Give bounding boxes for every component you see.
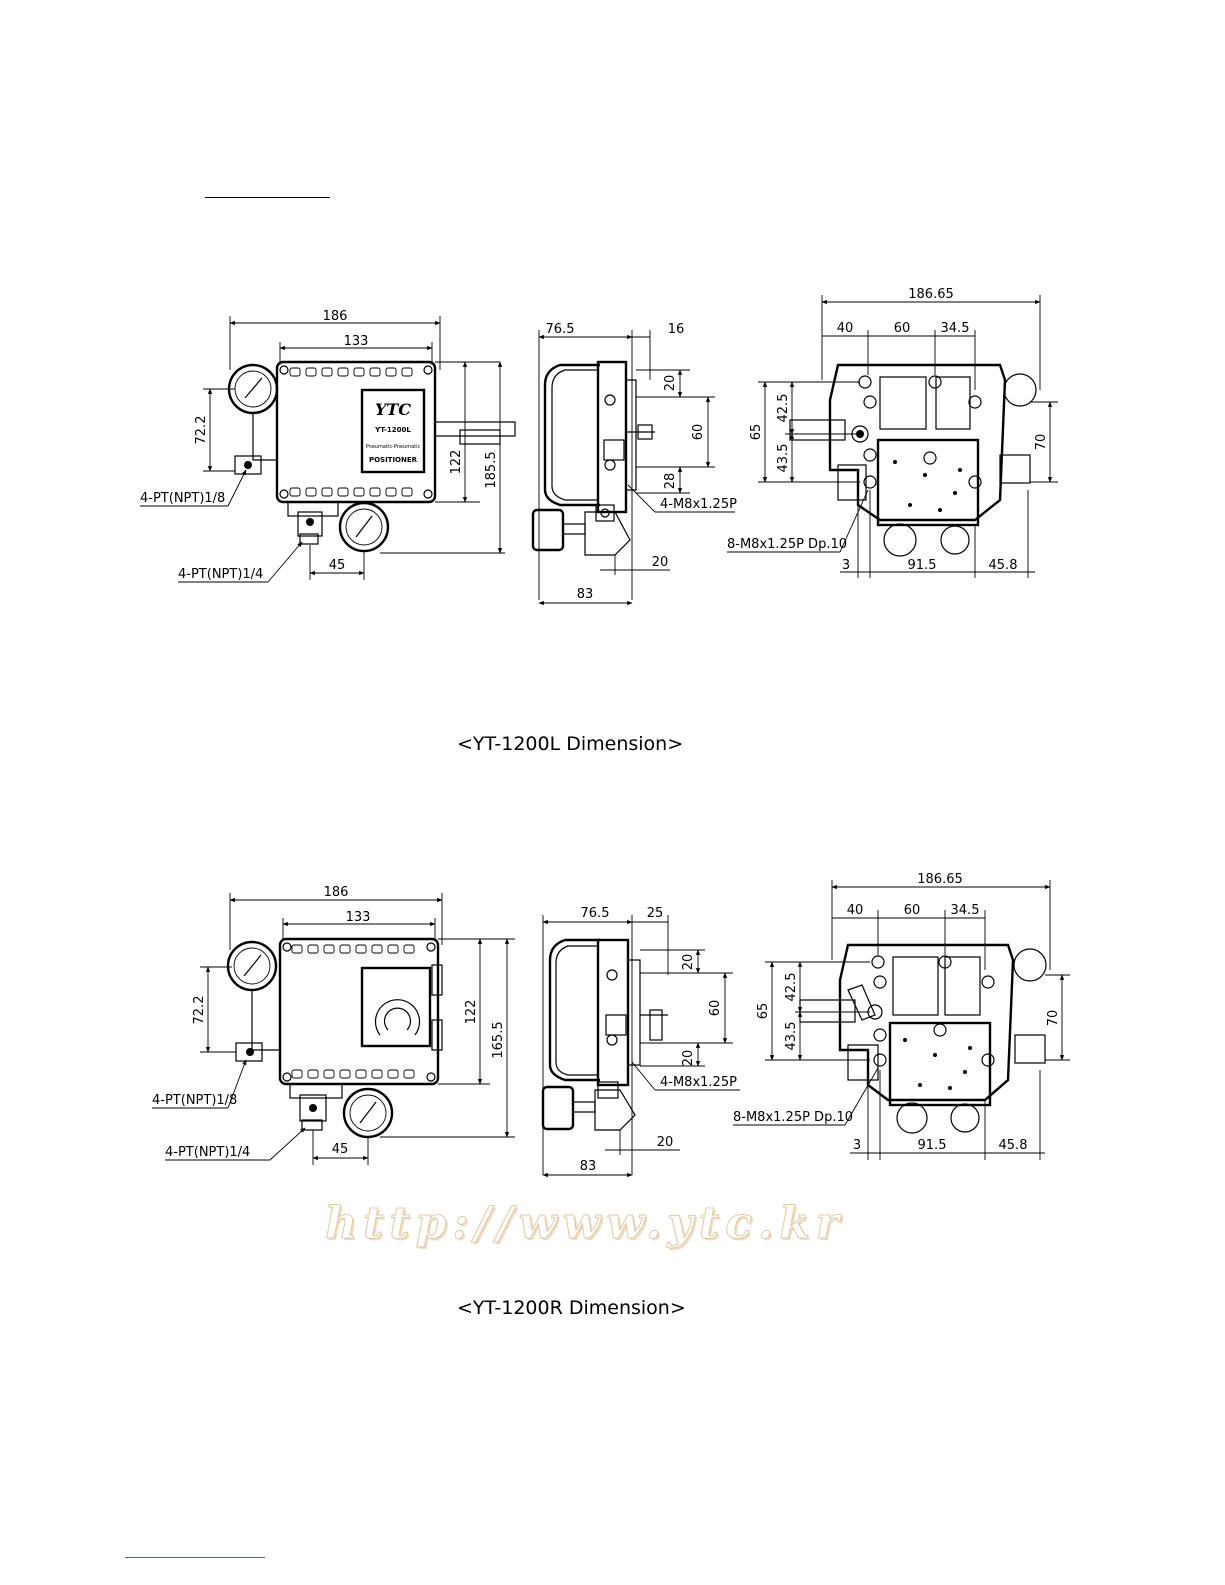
dim-gauge-pitch: 72.2 xyxy=(194,416,209,445)
dim-depth: 76.5 xyxy=(546,322,575,337)
dim-upper: 20 xyxy=(681,954,696,971)
dim-height-body: 122 xyxy=(449,450,464,475)
label-bolt: 4-M8x1.25P xyxy=(660,497,737,512)
dim-back-b1: 3 xyxy=(842,558,850,573)
dim-back-h2: 43.5 xyxy=(776,444,791,473)
dim-back-w1: 40 xyxy=(847,903,864,918)
footer-rule xyxy=(125,1557,265,1558)
figure-1200r: 186 133 xyxy=(152,872,1070,1178)
back-view: 186.65 40 60 34.5 xyxy=(727,287,1058,578)
side-view: 76.5 16 20 60 xyxy=(531,322,737,606)
dim-back-right: 70 xyxy=(1034,434,1049,451)
dim-base-offset: 20 xyxy=(652,555,669,570)
dim-shaft: 25 xyxy=(647,906,664,921)
dim-base-offset: 20 xyxy=(657,1135,674,1150)
caption-yt-1200l: <YT-1200L Dimension> xyxy=(457,733,684,755)
dim-width-body: 133 xyxy=(346,910,371,925)
dim-height-body: 122 xyxy=(464,1000,479,1025)
dim-back-h1: 42.5 xyxy=(776,394,791,423)
dim-width-body: 133 xyxy=(344,334,369,349)
dim-width-overall: 186 xyxy=(324,885,349,900)
positioner-body xyxy=(278,937,440,1086)
dim-back-w2: 60 xyxy=(894,321,911,336)
label-port-large: 4-PT(NPT)1/4 xyxy=(178,567,263,582)
front-view: 186 133 xyxy=(152,885,515,1165)
watermark-url: http://www.ytc.kr xyxy=(325,1198,845,1250)
dim-back-h1: 42.5 xyxy=(784,973,799,1002)
label-bolt: 4-M8x1.25P xyxy=(660,1075,737,1090)
dim-base: 83 xyxy=(580,1159,597,1174)
label-port-small: 4-PT(NPT)1/8 xyxy=(152,1093,237,1108)
dim-lower: 20 xyxy=(681,1050,696,1067)
label-port-large: 4-PT(NPT)1/4 xyxy=(165,1145,250,1160)
dim-back-b3: 45.8 xyxy=(989,558,1018,573)
back-view: 186.65 40 60 34.5 xyxy=(733,872,1070,1160)
dim-back-b1: 3 xyxy=(853,1138,861,1153)
dim-height-overall: 185.5 xyxy=(484,451,499,488)
dim-gauge-offset: 45 xyxy=(329,558,346,573)
nameplate-brand: YTC xyxy=(375,400,411,419)
dim-gauge-offset: 45 xyxy=(332,1142,349,1157)
dim-back-b2: 91.5 xyxy=(908,558,937,573)
dim-back-width: 186.65 xyxy=(908,287,954,302)
dim-back-total: 65 xyxy=(756,1003,771,1020)
side-view: 76.5 25 20 60 20 xyxy=(541,906,740,1178)
dim-shaft: 16 xyxy=(668,322,685,337)
caption-yt-1200r: <YT-1200R Dimension> xyxy=(457,1297,686,1319)
dim-depth: 76.5 xyxy=(581,906,610,921)
figure-1200l: 186 133 YTC YT-1200L Pneumatic xyxy=(140,287,1058,606)
dim-back-width: 186.65 xyxy=(917,872,963,887)
dim-lower: 28 xyxy=(663,473,678,490)
dim-back-h2: 43.5 xyxy=(784,1022,799,1051)
header-rule xyxy=(205,197,330,198)
dim-span: 60 xyxy=(691,424,706,441)
nameplate-sub: Pneumatic-Pneumatic xyxy=(366,444,421,450)
dim-span: 60 xyxy=(708,1000,723,1017)
dim-gauge-pitch: 72.2 xyxy=(192,996,207,1025)
dim-back-w3: 34.5 xyxy=(951,903,980,918)
dim-back-right: 70 xyxy=(1046,1010,1061,1027)
dim-back-b3: 45.8 xyxy=(999,1138,1028,1153)
dim-height-overall: 165.5 xyxy=(491,1021,506,1058)
label-port-small: 4-PT(NPT)1/8 xyxy=(140,491,225,506)
front-view: 186 133 YTC YT-1200L Pneumatic xyxy=(140,309,516,583)
indicator-dial xyxy=(360,966,432,1048)
label-holes: 8-M8x1.25P Dp.10 xyxy=(733,1110,853,1125)
nameplate xyxy=(360,388,426,474)
dim-width-overall: 186 xyxy=(323,309,348,324)
nameplate-model: YT-1200L xyxy=(374,426,411,434)
dim-back-total: 65 xyxy=(749,424,764,441)
label-holes: 8-M8x1.25P Dp.10 xyxy=(727,537,847,552)
dim-upper: 20 xyxy=(663,375,678,392)
dim-back-w2: 60 xyxy=(904,903,921,918)
positioner-body xyxy=(275,360,437,504)
dim-back-w3: 34.5 xyxy=(941,321,970,336)
dim-back-b2: 91.5 xyxy=(918,1138,947,1153)
dim-base: 83 xyxy=(577,587,594,602)
nameplate-name: POSITIONER xyxy=(369,456,418,464)
dim-back-w1: 40 xyxy=(837,321,854,336)
